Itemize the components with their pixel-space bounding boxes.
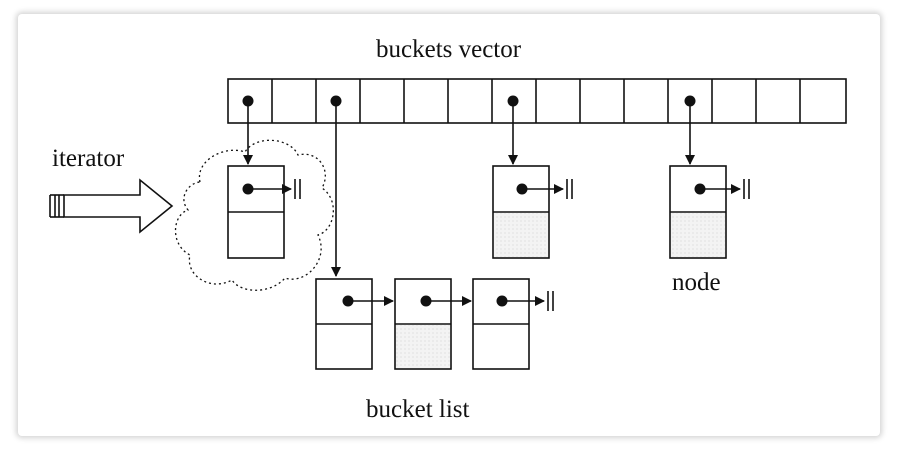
iterator-arrow xyxy=(49,178,174,234)
node-iterator-target xyxy=(227,165,301,259)
node-label: node xyxy=(672,269,721,296)
node-bucket-4 xyxy=(669,165,750,259)
bucket-list-node-2 xyxy=(394,278,472,370)
bucket-list-label: bucket list xyxy=(366,396,470,423)
node-bucket-3 xyxy=(492,165,573,259)
buckets-vector xyxy=(227,78,847,124)
iterator-label: iterator xyxy=(52,145,125,172)
bucket-list-node-1 xyxy=(315,278,394,370)
iterator-cloud xyxy=(175,139,334,291)
bucket-list-node-3 xyxy=(472,278,554,370)
buckets-vector-label: buckets vector xyxy=(376,36,522,63)
